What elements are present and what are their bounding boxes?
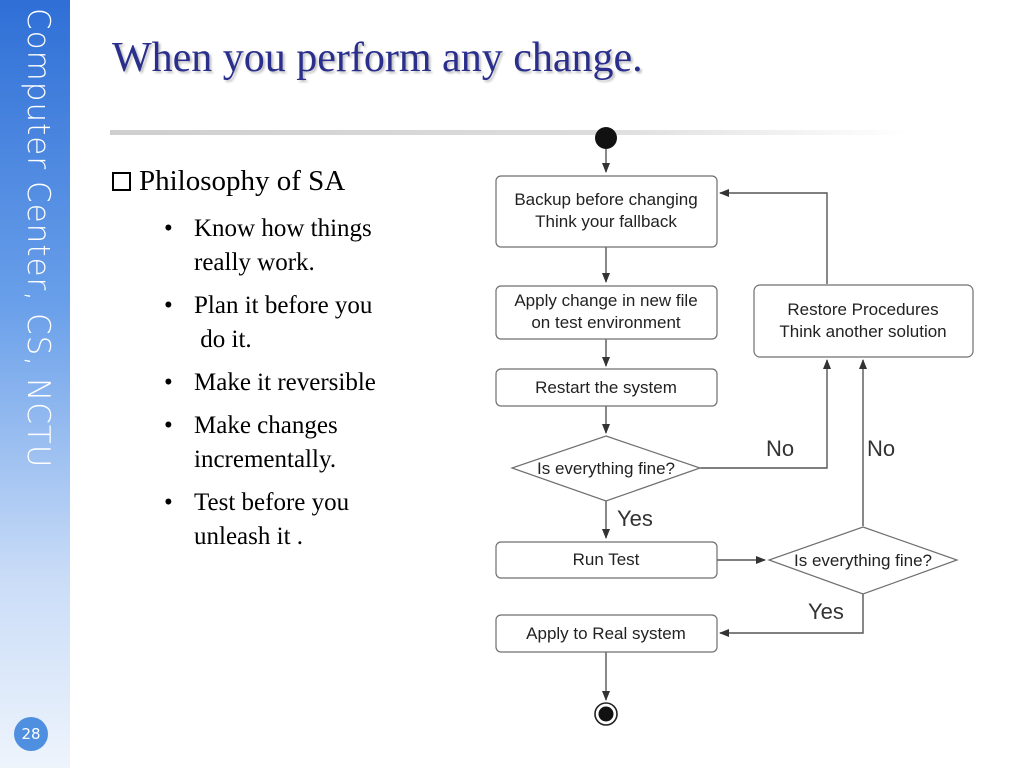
- restore-line2: Think another solution: [779, 322, 946, 341]
- no-label-2: No: [867, 436, 895, 461]
- page-number: 28: [14, 717, 48, 751]
- end-node-inner: [598, 706, 614, 722]
- checkbox-bullet-icon: [112, 172, 131, 191]
- yes-label-1: Yes: [617, 506, 653, 531]
- apply-test-line1: Apply change in new file: [514, 291, 697, 310]
- bullet-line: Know how things: [194, 215, 372, 242]
- backup-line1: Backup before changing: [514, 190, 697, 209]
- title-divider: [110, 130, 910, 135]
- apply-test-box: Apply change in new file on test environ…: [495, 285, 718, 340]
- restore-box: Restore Procedures Think another solutio…: [753, 284, 974, 358]
- restart-label: Restart the system: [535, 378, 677, 397]
- decision2-label: Is everything fine?: [794, 551, 932, 570]
- bullet-list: Know how things really work. Plan it bef…: [160, 212, 450, 563]
- section-heading: Philosophy of SA: [112, 165, 345, 198]
- apply-test-line2: on test environment: [531, 313, 681, 332]
- bullet-line: unleash it .: [194, 523, 304, 550]
- bullet-line: Plan it before you: [194, 292, 373, 319]
- decision1-diamond: Is everything fine?: [510, 435, 702, 502]
- bullet-item: Make changes incrementally.: [160, 409, 450, 477]
- bullet-line: really work.: [194, 249, 315, 276]
- decision1-label: Is everything fine?: [537, 459, 675, 478]
- edge-decision1-no: [700, 359, 831, 469]
- run-test-label: Run Test: [573, 550, 640, 569]
- apply-real-box: Apply to Real system: [495, 614, 718, 653]
- no-label-1: No: [766, 436, 794, 461]
- apply-real-label: Apply to Real system: [526, 624, 686, 643]
- bullet-line: Test before you: [194, 489, 350, 516]
- slide-title: When you perform any change.: [112, 35, 643, 81]
- edge-decision2-yes: [719, 594, 864, 637]
- heading-text: Philosophy of SA: [139, 165, 346, 197]
- edge-restore-backup: [719, 189, 828, 284]
- restart-box: Restart the system: [495, 368, 718, 407]
- bullet-line: do it.: [194, 326, 252, 353]
- bullet-line: Make changes: [194, 412, 338, 439]
- restore-line1: Restore Procedures: [787, 300, 938, 319]
- sidebar: Computer Center, CS, NCTU 28: [0, 0, 70, 768]
- backup-line2: Think your fallback: [535, 212, 677, 231]
- start-node: [595, 127, 617, 149]
- bullet-line: incrementally.: [194, 446, 337, 473]
- run-test-box: Run Test: [495, 541, 718, 579]
- backup-box: Backup before changing Think your fallba…: [495, 175, 718, 248]
- bullet-item: Make it reversible: [160, 366, 450, 400]
- bullet-item: Know how things really work.: [160, 212, 450, 280]
- decision2-diamond: Is everything fine?: [767, 526, 959, 595]
- bullet-item: Test before you unleash it .: [160, 486, 450, 554]
- yes-label-2: Yes: [808, 599, 844, 624]
- bullet-item: Plan it before you do it.: [160, 289, 450, 357]
- bullet-line: Make it reversible: [194, 369, 376, 396]
